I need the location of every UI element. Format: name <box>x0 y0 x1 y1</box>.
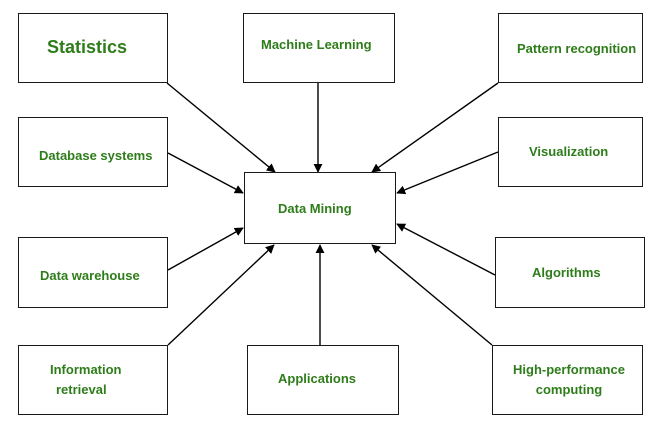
arrow-visualization <box>396 151 499 195</box>
arrow-algorithms <box>396 223 496 276</box>
arrow-high-performance-computing <box>371 244 493 346</box>
information-retrieval-label-line2: retrieval <box>56 382 107 397</box>
data-warehouse-label: Data warehouse <box>40 268 140 283</box>
database-systems-label: Database systems <box>39 148 153 163</box>
applications-label: Applications <box>278 371 357 386</box>
applications-box: Applications <box>247 345 399 415</box>
data-mining-box: Data Mining <box>244 172 396 244</box>
pattern-recognition-box: Pattern recognition <box>498 13 643 83</box>
statistics-label: Statistics <box>47 37 128 57</box>
database-systems-box: Database systems <box>18 117 168 187</box>
arrow-statistics <box>166 82 276 173</box>
arrow-database-systems <box>167 152 244 194</box>
pattern-recognition-label: Pattern recognition <box>517 41 637 56</box>
arrow-information-retrieval <box>167 244 275 346</box>
visualization-box: Visualization <box>498 117 643 187</box>
information-retrieval-box: Information retrieval <box>18 345 168 415</box>
machine-learning-box: Machine Learning <box>243 13 395 83</box>
algorithms-label: Algorithms <box>532 265 601 280</box>
visualization-label: Visualization <box>529 144 609 159</box>
information-retrieval-label-line1: Information <box>50 362 122 377</box>
high-performance-computing-label-line2: computing <box>535 382 603 397</box>
statistics-box: Statistics <box>18 13 168 83</box>
data-mining-label: Data Mining <box>278 201 352 216</box>
arrow-pattern-recognition <box>371 82 499 173</box>
arrow-data-warehouse <box>167 227 244 271</box>
machine-learning-label: Machine Learning <box>261 37 372 52</box>
high-performance-computing-box: High-performance computing <box>492 345 643 415</box>
algorithms-box: Algorithms <box>495 237 645 308</box>
data-warehouse-box: Data warehouse <box>18 237 168 308</box>
high-performance-computing-label-line1: High-performance <box>513 362 625 377</box>
